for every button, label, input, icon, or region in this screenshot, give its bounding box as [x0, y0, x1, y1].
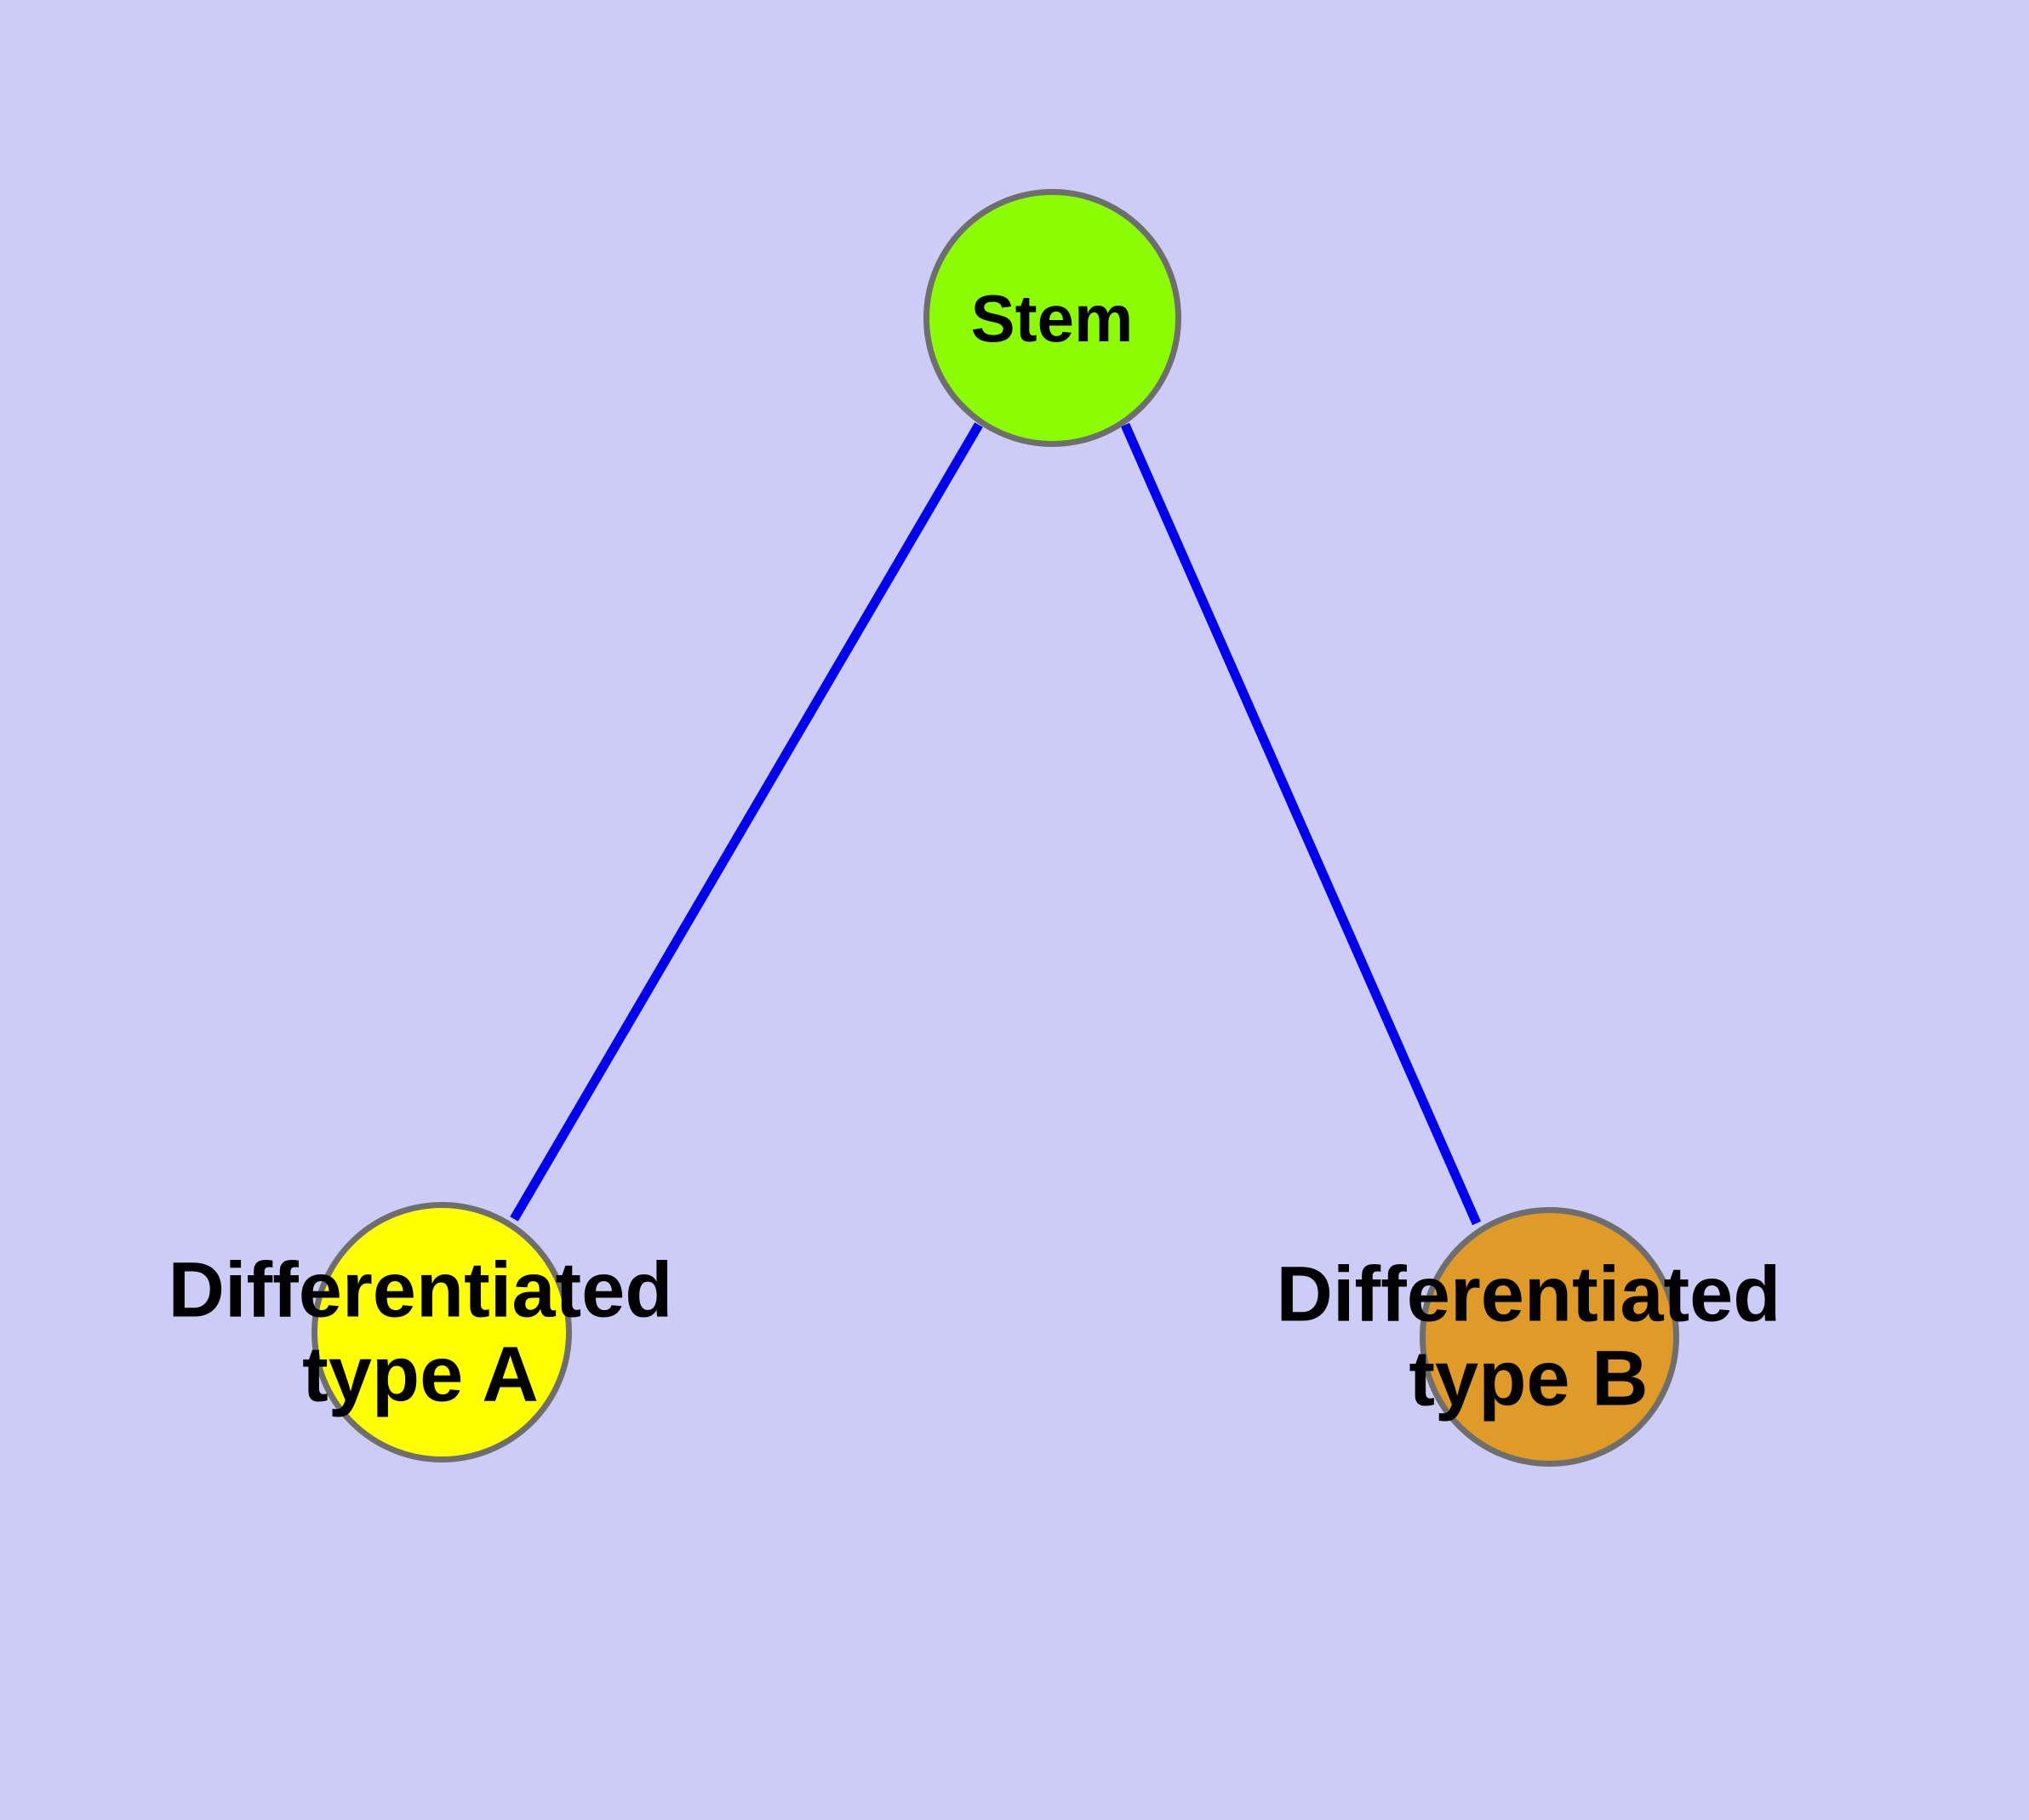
- node-stem[interactable]: [923, 189, 1181, 447]
- node-differentiated-type-a[interactable]: [311, 1202, 572, 1462]
- node-differentiated-type-b[interactable]: [1420, 1207, 1679, 1467]
- edge-stem-to-diff-a: [510, 422, 983, 1222]
- edge-stem-to-diff-b: [1120, 422, 1482, 1226]
